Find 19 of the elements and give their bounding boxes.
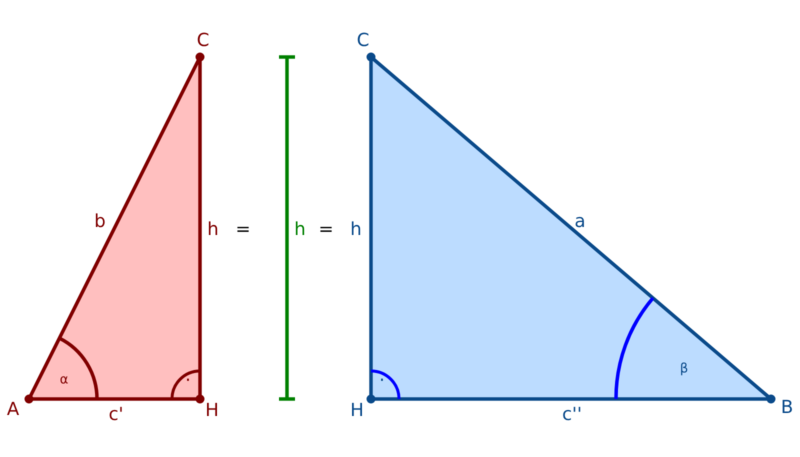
angle-label: α <box>60 374 68 386</box>
vertex-label: C <box>196 32 210 50</box>
side-label: b <box>94 213 106 231</box>
right-angle-mark: · <box>379 372 385 390</box>
side-label: c'' <box>562 406 582 424</box>
vertex-label: C <box>356 32 370 50</box>
height-label: h <box>294 221 306 239</box>
vertex-label: H <box>205 402 219 420</box>
equals-sign: = <box>318 221 334 239</box>
side-label: h <box>350 221 362 239</box>
side-label: c' <box>108 406 124 424</box>
angle-label: β <box>680 362 688 376</box>
side-label: a <box>574 213 586 231</box>
vertex-label: B <box>780 399 794 417</box>
equals-sign: = <box>235 221 251 239</box>
vertex-label: A <box>6 401 20 419</box>
side-label: h <box>207 221 219 239</box>
vertex-label: H <box>350 402 364 420</box>
right-angle-mark: · <box>185 372 191 390</box>
